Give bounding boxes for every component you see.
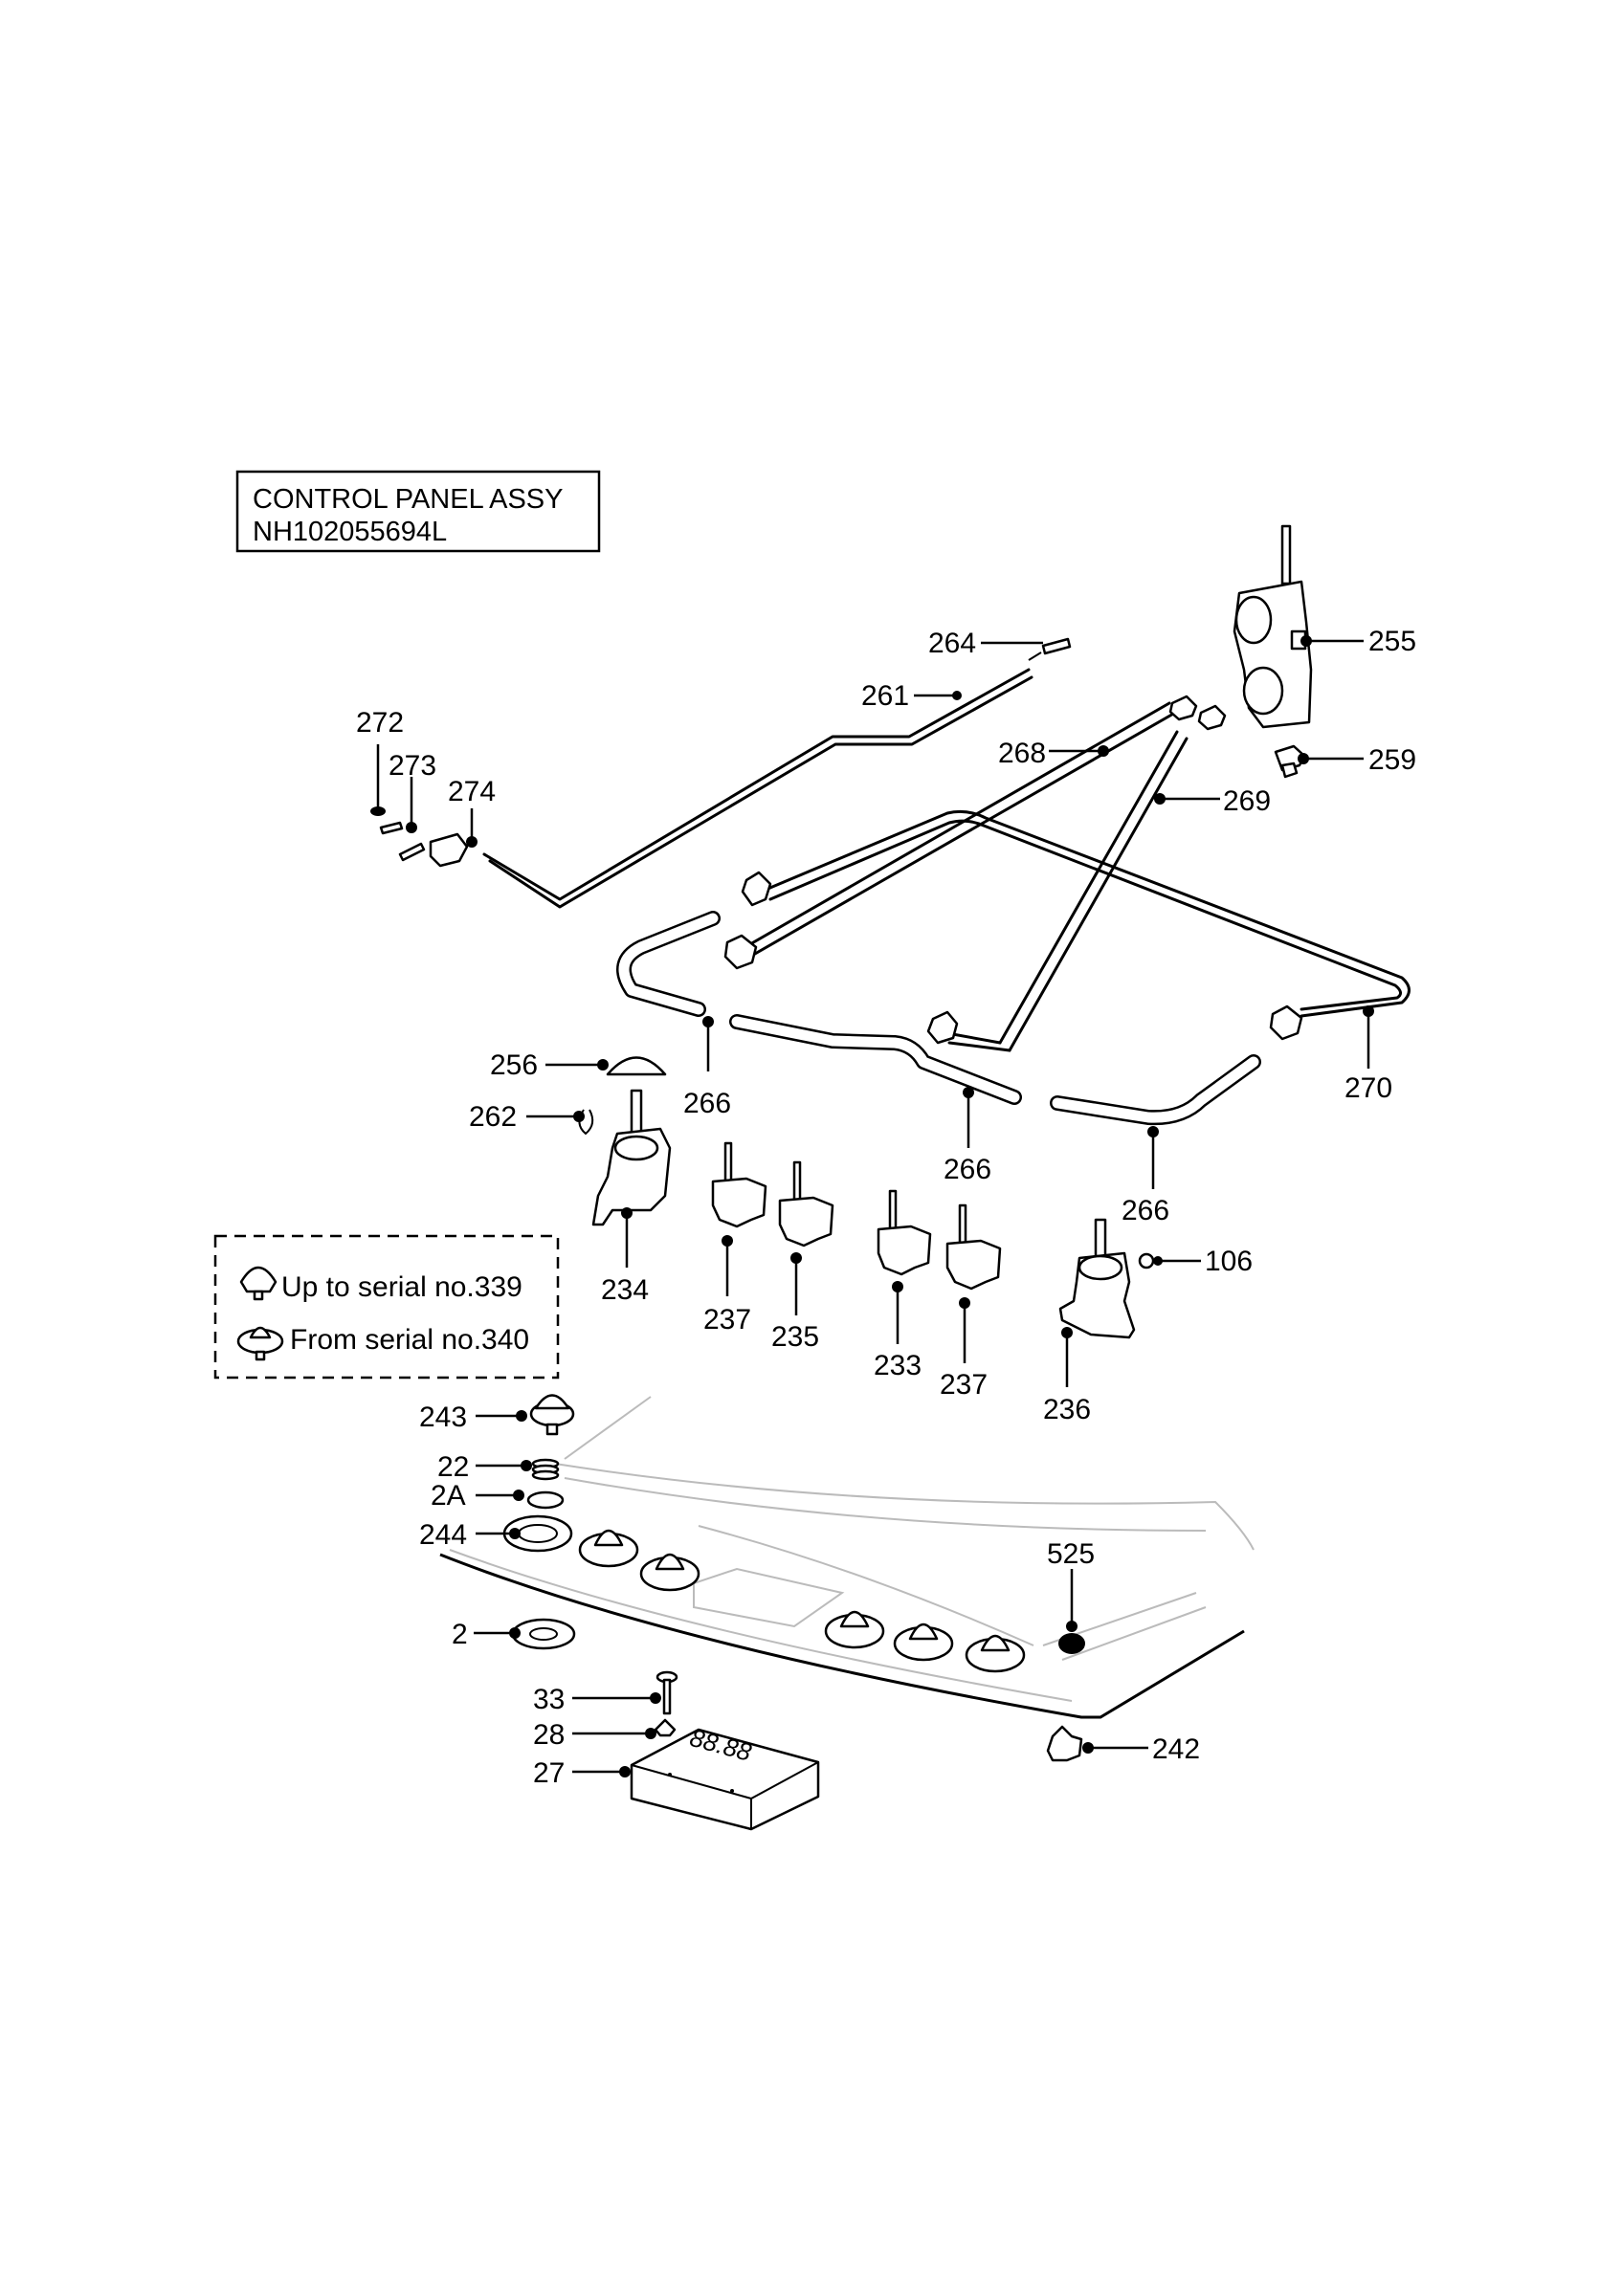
pipe-nuts	[723, 695, 1303, 1045]
callout-262: 262	[469, 1101, 517, 1133]
title-line-1: CONTROL PANEL ASSY	[253, 484, 563, 515]
hex-nut-icon	[1197, 704, 1227, 731]
callout-22: 22	[437, 1451, 469, 1483]
callout-255: 255	[1368, 626, 1416, 657]
callout-33: 33	[533, 1684, 565, 1715]
hex-nut-icon	[926, 1010, 959, 1045]
callout-261: 261	[861, 680, 909, 712]
callout-234: 234	[601, 1274, 649, 1306]
cap-525	[1058, 1633, 1085, 1654]
panel-knob-icon	[965, 1634, 1026, 1673]
pipe-269	[945, 730, 1189, 1052]
callout-233: 233	[874, 1350, 922, 1381]
control-panel-panel	[439, 1396, 1255, 1719]
legend-up-to-text: Up to serial no.339	[281, 1271, 522, 1303]
callout-270: 270	[1344, 1072, 1392, 1104]
callout-2A: 2A	[431, 1480, 466, 1512]
panel-knobs	[578, 1529, 1026, 1673]
callout-259: 259	[1368, 744, 1416, 776]
valve-242	[1046, 1725, 1083, 1762]
valve-235	[778, 1160, 834, 1247]
panel-knob-icon	[824, 1610, 885, 1649]
valve-236	[1058, 1218, 1136, 1339]
pin-264	[1028, 637, 1072, 661]
title-box: CONTROL PANEL ASSY NH102055694L	[235, 470, 601, 553]
callout-266-middle: 266	[944, 1154, 991, 1185]
screw-106-icon	[1138, 1252, 1155, 1269]
callout-269: 269	[1223, 785, 1271, 817]
bezel-2	[511, 1618, 576, 1650]
callout-106: 106	[1205, 1246, 1253, 1277]
tube-266-left	[616, 911, 721, 1017]
hex-nut-icon	[741, 871, 772, 907]
title-line-2: NH102055694L	[253, 517, 447, 547]
screw-33	[655, 1670, 678, 1715]
legend-from-text: From serial no.340	[290, 1324, 529, 1356]
callout-235: 235	[771, 1321, 819, 1353]
callout-237-left: 237	[703, 1304, 751, 1336]
hex-nut-icon	[1168, 695, 1198, 721]
callout-256: 256	[490, 1049, 538, 1081]
panel-knob-icon	[893, 1623, 954, 1662]
cap-256	[606, 1056, 667, 1076]
knob-243	[529, 1394, 575, 1436]
callout-27: 27	[533, 1757, 565, 1789]
serial-legend: Up to serial no.339 From serial no.340	[213, 1234, 560, 1380]
callout-266-left: 266	[683, 1088, 731, 1119]
tube-266-middle	[729, 1014, 1022, 1105]
valve-237-right	[945, 1203, 1002, 1291]
pipe-268	[735, 701, 1177, 963]
valve-233	[877, 1189, 932, 1276]
callout-244: 244	[419, 1519, 467, 1551]
panel-knob-icon	[639, 1553, 700, 1592]
spring-22	[531, 1458, 560, 1481]
knob-old-icon	[239, 1266, 278, 1301]
spacer-28	[654, 1718, 677, 1737]
knob-new-icon	[236, 1326, 284, 1361]
callout-273: 273	[389, 750, 436, 782]
hex-nut-icon	[1269, 1004, 1303, 1041]
callout-236: 236	[1043, 1394, 1091, 1425]
callout-labels: 264 261 255 268 259 269 272 273 274 266 …	[356, 626, 1416, 1789]
callout-266-right: 266	[1122, 1195, 1169, 1226]
washer-2A	[526, 1490, 565, 1510]
callout-268: 268	[998, 738, 1046, 769]
fitting-272-273-274	[370, 806, 469, 868]
tube-266-right	[1050, 1054, 1261, 1126]
valve-237-left	[711, 1141, 767, 1228]
callout-525: 525	[1047, 1538, 1095, 1570]
callout-2: 2	[452, 1619, 468, 1650]
callout-243: 243	[419, 1402, 467, 1433]
display-module-27: 88.88	[630, 1723, 820, 1831]
valve-234	[591, 1089, 672, 1226]
hex-nut-icon	[723, 934, 758, 970]
panel-knob-icon	[578, 1529, 639, 1568]
callout-264: 264	[928, 628, 976, 659]
pipe-270	[764, 809, 1411, 1018]
rod-261	[482, 668, 1033, 909]
callout-274: 274	[448, 776, 496, 807]
callout-237-right: 237	[940, 1369, 988, 1401]
callout-272: 272	[356, 707, 404, 739]
leader-lines	[376, 635, 1374, 1777]
callout-28: 28	[533, 1719, 565, 1751]
valve-255	[1233, 524, 1313, 729]
callout-242: 242	[1152, 1733, 1200, 1765]
